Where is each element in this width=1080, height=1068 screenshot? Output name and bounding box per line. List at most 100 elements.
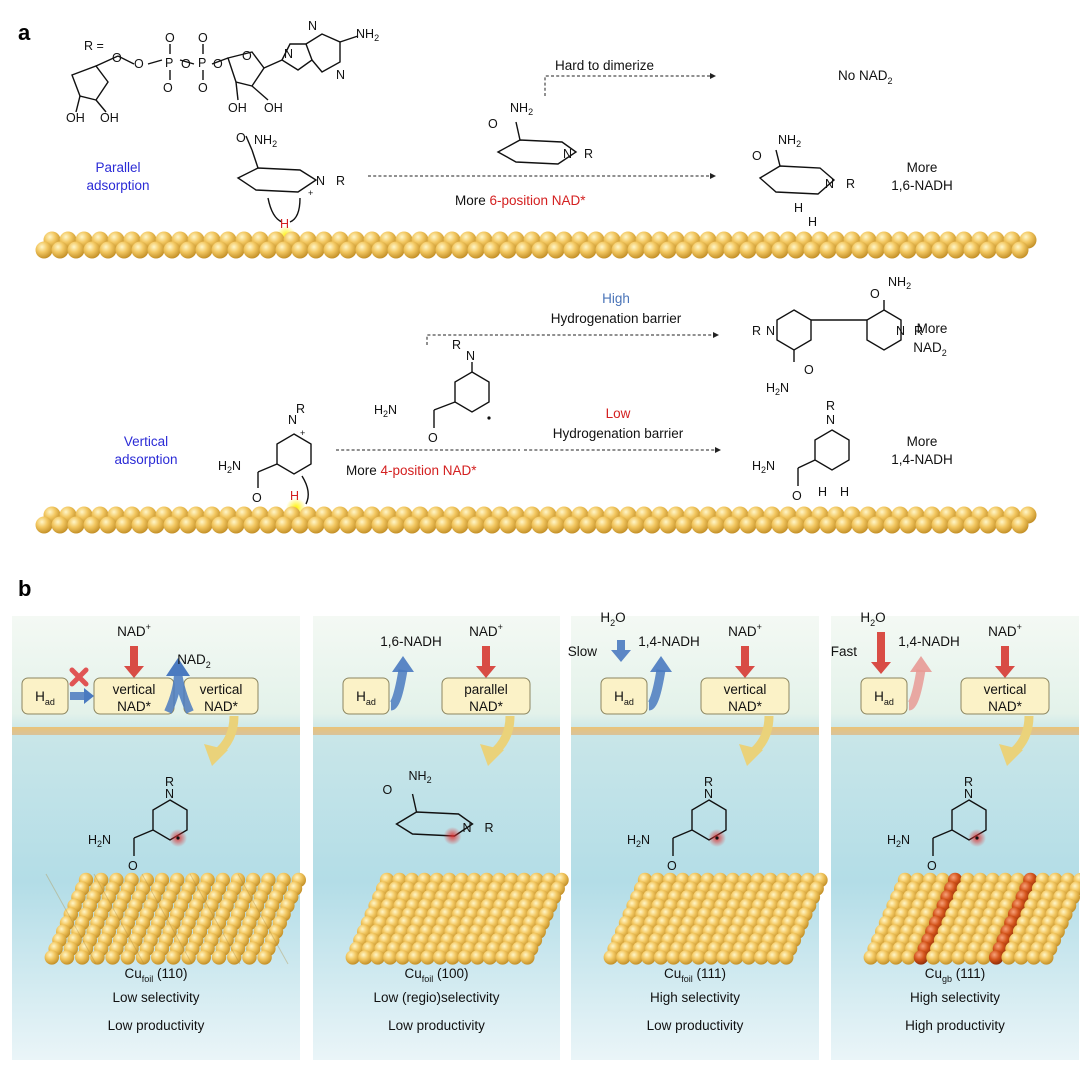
selectivity-label: High selectivity xyxy=(650,990,740,1005)
dimerization-arrow-head xyxy=(166,658,190,676)
vertical-adsorption-line1: Vertical xyxy=(124,434,168,449)
atom-nh2: NH2 xyxy=(778,133,801,149)
product-arrow-head xyxy=(392,656,414,672)
gold-surface-bottom xyxy=(35,506,1037,534)
atom-r: R xyxy=(914,324,923,338)
atom-n: N xyxy=(284,47,293,61)
nad-plus-arrow xyxy=(995,646,1015,678)
atom-o: O xyxy=(112,51,122,65)
hads-box-label: Had xyxy=(614,689,634,707)
to-surface-arrow-head xyxy=(204,744,228,766)
product-arrow-head xyxy=(650,656,672,672)
nad-star-box-line1: vertical xyxy=(113,682,156,697)
atom-h2n: H2N xyxy=(218,459,241,475)
nad-star-box-line2: NAD* xyxy=(469,699,504,714)
atom-o: O xyxy=(198,81,208,95)
svg-text:H2N: H2N xyxy=(88,833,111,849)
atom-nh2: NH2 xyxy=(510,101,533,117)
cu-lattice xyxy=(863,872,1080,965)
hard-to-dimerize-label: Hard to dimerize xyxy=(555,58,654,73)
hads-box xyxy=(21,677,69,715)
more-nad2-line1: More xyxy=(917,321,948,336)
atom-o: O xyxy=(752,149,762,163)
hydrogenation-barrier-high: Hydrogenation barrier xyxy=(551,311,682,326)
hads-to-nad-arrow-head xyxy=(84,688,94,704)
atom-o: O xyxy=(134,57,144,71)
hydrogenation-barrier-low: Hydrogenation barrier xyxy=(553,426,684,441)
atom-n: N xyxy=(288,413,297,427)
product-16-nadh-molecule: O NH2 N R H H xyxy=(752,133,855,229)
atom-o: O xyxy=(163,81,173,95)
atom-n: N xyxy=(563,147,572,161)
atom-p: P xyxy=(198,56,206,70)
atom-o: O xyxy=(488,117,498,131)
subpanel-1: NAD+HadverticalNAD*verticalNAD*NAD2NRH2N… xyxy=(12,616,306,1060)
atom-nh2: NH2 xyxy=(254,133,277,149)
more-16-line2: 1,6-NADH xyxy=(891,178,953,193)
hads-box xyxy=(600,677,648,715)
atom-n: N xyxy=(766,324,775,338)
atom-r: R xyxy=(336,174,345,188)
svg-text:R: R xyxy=(964,775,973,789)
selectivity-label: Low selectivity xyxy=(112,990,199,1005)
hads-box xyxy=(860,677,908,715)
nad-plus-label: NAD+ xyxy=(728,622,762,639)
svg-text:O: O xyxy=(667,859,677,873)
svg-text:N: N xyxy=(463,821,472,835)
hads-box-label: Had xyxy=(356,689,376,707)
more-16-line1: More xyxy=(907,160,938,175)
high-barrier-arrow xyxy=(426,332,719,345)
atom-r: R xyxy=(452,338,461,352)
parallel-nad-molecule: O NH2 N R + H xyxy=(236,131,345,246)
atom-n: N xyxy=(316,174,325,188)
panel-a-label: a xyxy=(18,20,31,45)
hads-box-label: Had xyxy=(874,689,894,707)
nad-star-box-line2: NAD* xyxy=(728,699,763,714)
nad-star-box-line1: parallel xyxy=(464,682,508,697)
r-equals-label: R = xyxy=(84,39,104,53)
nad-star-box-line1: vertical xyxy=(724,682,767,697)
nad-star-box-line2: NAD* xyxy=(117,699,152,714)
r-group-structure: O P O O O P O O O O O OH OH OH OH N N N … xyxy=(66,19,379,125)
panel-b-label: b xyxy=(18,576,31,601)
atom-nh2: NH2 xyxy=(356,27,379,43)
atom-h: H xyxy=(794,201,803,215)
product-arrow xyxy=(389,669,408,711)
atom-n: N xyxy=(466,349,475,363)
water-label: H2O xyxy=(860,610,885,628)
nad2-dimer-molecule: R N N R O NH2 O H2N xyxy=(752,275,923,397)
rate-label: Slow xyxy=(568,644,598,659)
atom-n: N xyxy=(336,68,345,82)
atom-h: H xyxy=(290,489,299,503)
atom-h: H xyxy=(280,217,289,231)
water-label: H2O xyxy=(600,610,625,628)
hads-box xyxy=(342,677,390,715)
panel-b-subpanels: NAD+HadverticalNAD*verticalNAD*NAD2NRH2N… xyxy=(12,610,1080,1060)
selectivity-label: Low (regio)selectivity xyxy=(373,990,499,1005)
atom-oh: OH xyxy=(264,101,283,115)
product-arrow-head xyxy=(910,656,932,672)
nad-plus-arrow xyxy=(735,646,755,678)
nad-star-box-line1: vertical xyxy=(984,682,1027,697)
nad-star-box xyxy=(441,677,531,715)
product-arrow xyxy=(647,669,666,711)
product-label: 1,4-NADH xyxy=(898,634,960,649)
nad-plus-label: NAD+ xyxy=(469,622,503,639)
nad-plus-arrow xyxy=(124,646,144,678)
atom-o: O xyxy=(428,431,438,445)
nad-star-box xyxy=(960,677,1050,715)
interface-band xyxy=(831,727,1079,735)
atom-h: H xyxy=(818,485,827,499)
more-4-position-label: More 4-position NAD* xyxy=(346,463,477,478)
atom-oh: OH xyxy=(66,111,85,125)
interface-band xyxy=(12,727,300,735)
more-6-position-label: More 6-position NAD* xyxy=(455,193,586,208)
productivity-label: Low productivity xyxy=(647,1018,744,1033)
atom-n: N xyxy=(308,19,317,33)
atom-o: O xyxy=(870,287,880,301)
svg-text:O: O xyxy=(128,859,138,873)
no-nad2-label: No NAD2 xyxy=(838,68,893,86)
more-14-line2: 1,4-NADH xyxy=(891,452,953,467)
